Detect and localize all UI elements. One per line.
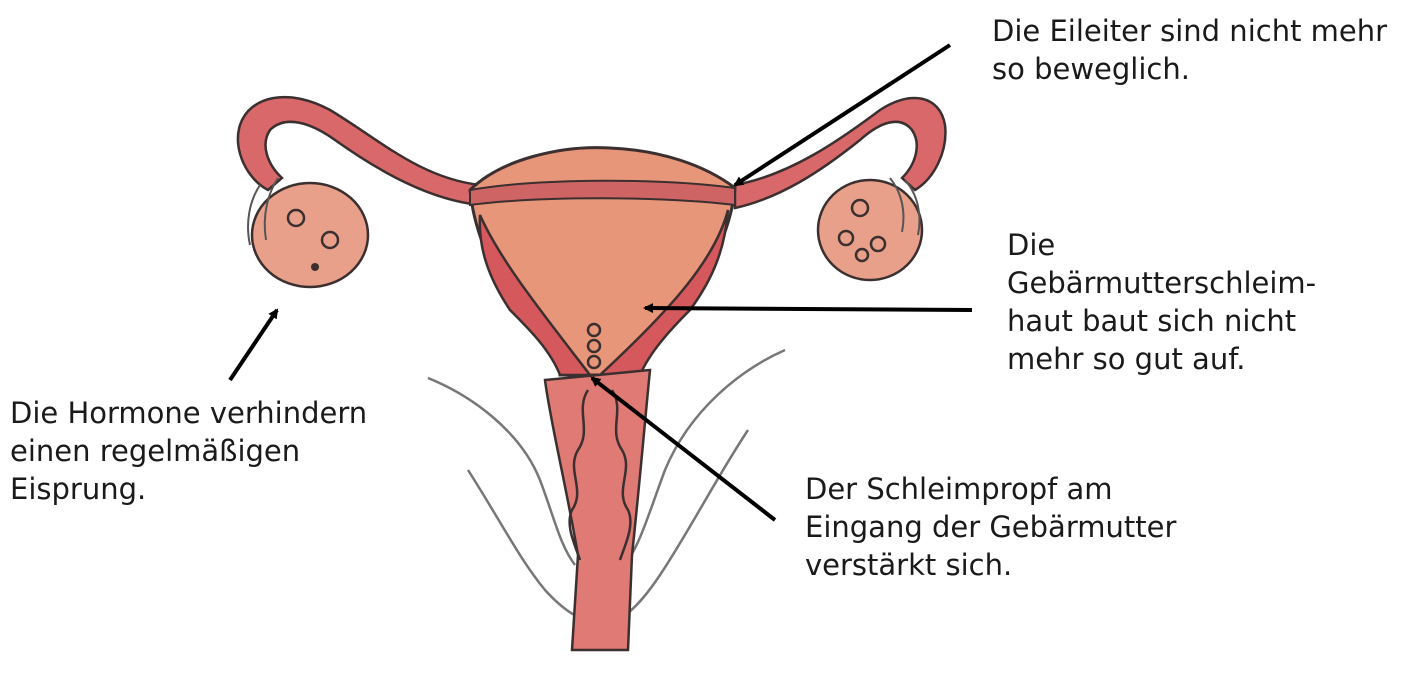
annotation-hormones: Die Hormone verhindern einen regelmäßige… xyxy=(10,394,367,508)
annotation-line: einen regelmäßigen xyxy=(10,432,367,470)
annotation-line: Die Eileiter sind nicht mehr xyxy=(992,12,1387,50)
left-ovary xyxy=(248,178,368,287)
annotation-line: so beweglich. xyxy=(992,50,1387,88)
annotation-mucus-plug: Der Schleimpropf am Eingang der Gebärmut… xyxy=(805,470,1176,584)
annotation-line: Eisprung. xyxy=(10,470,367,508)
annotation-line: mehr so gut auf. xyxy=(1007,340,1316,378)
annotation-endometrium: Die Gebärmutterschleim- haut baut sich n… xyxy=(1007,226,1316,378)
arrow-endometrium xyxy=(645,308,972,310)
annotation-line: Der Schleimpropf am xyxy=(805,470,1176,508)
arrow-hormones xyxy=(230,310,277,380)
annotation-line: verstärkt sich. xyxy=(805,546,1176,584)
annotation-line: Gebärmutterschleim- xyxy=(1007,264,1316,302)
annotation-line: Die xyxy=(1007,226,1316,264)
annotation-fallopian-tubes: Die Eileiter sind nicht mehr so beweglic… xyxy=(992,12,1387,88)
annotation-line: Eingang der Gebärmutter xyxy=(805,508,1176,546)
right-ovary xyxy=(818,178,922,280)
annotation-line: haut baut sich nicht xyxy=(1007,302,1316,340)
left-fallopian-tube xyxy=(238,97,480,205)
annotation-line: Die Hormone verhindern xyxy=(10,394,367,432)
